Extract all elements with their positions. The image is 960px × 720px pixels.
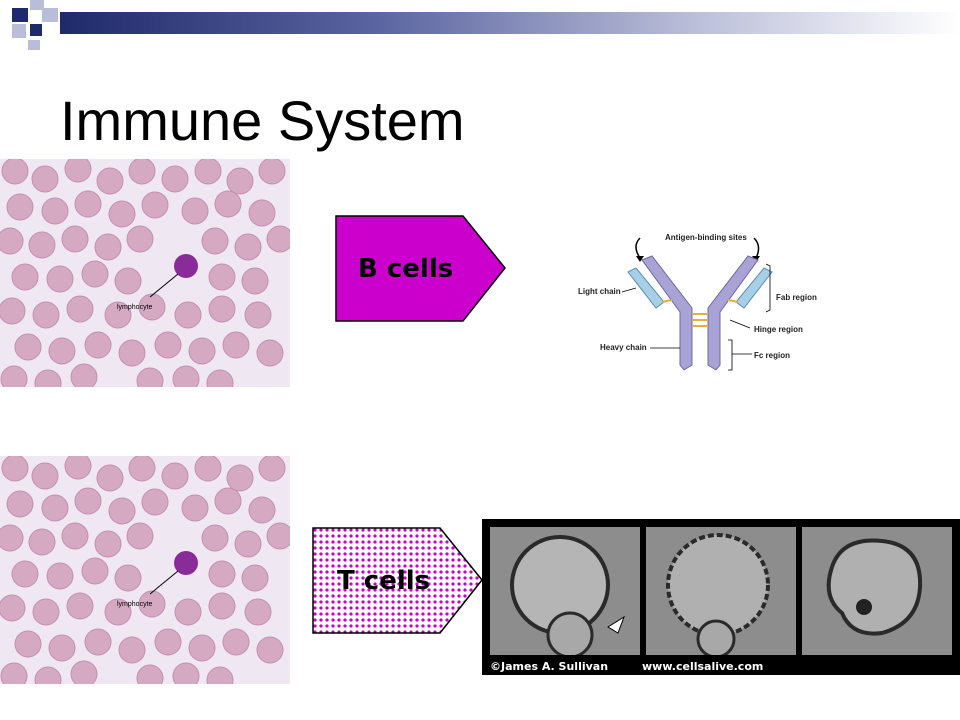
photo-credit-right: www.cellsalive.com: [642, 660, 764, 673]
antigen-binding-sites-label: Antigen-binding sites: [665, 233, 747, 242]
b-cells-arrow: [335, 215, 506, 322]
lymphocyte-label: lymphocyte: [117, 601, 153, 608]
t-cell-photo: ©James A. Sullivan www.cellsalive.com: [482, 519, 960, 675]
slide-title: Immune System: [60, 89, 465, 152]
decor-square: [12, 8, 28, 22]
lymphocyte-cell: [174, 254, 198, 278]
t-cell-frame-2: [646, 527, 796, 655]
lymphocyte-label: lymphocyte: [117, 304, 153, 311]
antibody-diagram: Antigen-binding sites Light chain Heavy …: [578, 233, 817, 371]
lymphocyte-cell: [174, 551, 198, 575]
light-chain-label: Light chain: [578, 287, 621, 296]
t-cell-frame-3: [802, 527, 952, 655]
heavy-chain-label: Heavy chain: [600, 343, 647, 352]
blood-smear-image: lymphocyte: [0, 159, 290, 387]
header-gradient-bar: [60, 12, 960, 34]
decor-square: [42, 8, 58, 22]
blood-smear-image: lymphocyte: [0, 456, 290, 684]
blood-smear-graphic: lymphocyte: [0, 159, 290, 387]
blood-smear-graphic: lymphocyte: [0, 456, 290, 684]
fab-region-label: Fab region: [776, 293, 817, 302]
t-cells-label: T cells: [337, 566, 431, 596]
photo-credit-left: ©James A. Sullivan: [490, 660, 609, 673]
b-cells-label: B cells: [358, 254, 454, 284]
decor-square: [12, 24, 26, 38]
fc-region-label: Fc region: [754, 351, 790, 360]
decor-square: [30, 24, 42, 36]
t-cell-frame-1: [490, 527, 640, 655]
t-cells-arrow: [312, 527, 483, 634]
decor-square: [30, 0, 44, 10]
header-decoration: [0, 0, 960, 50]
decor-square: [28, 40, 40, 50]
hinge-region-label: Hinge region: [754, 325, 803, 334]
